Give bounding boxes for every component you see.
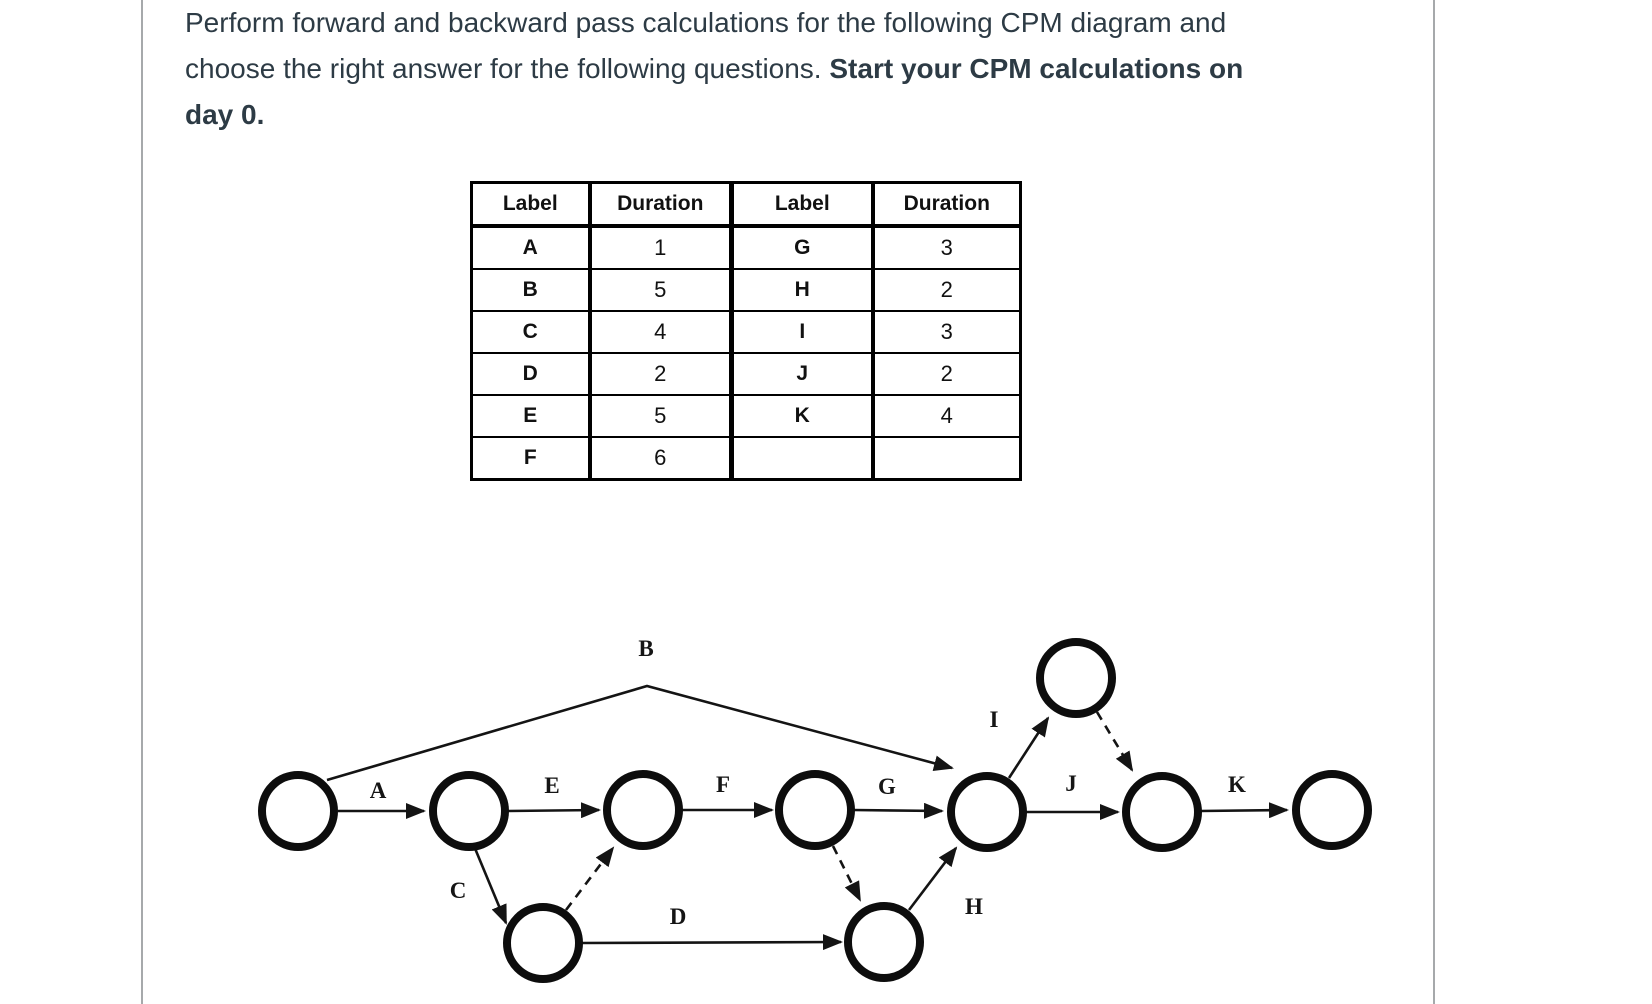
question-line-2-bold-text: Start your CPM calculations on	[829, 53, 1244, 84]
event-node-7	[1122, 772, 1202, 852]
question-line-3-bold-text: day 0.	[185, 99, 265, 130]
content-left-border	[141, 0, 143, 1004]
cell-label: H	[729, 268, 874, 312]
table-row: E 5 K 4	[470, 394, 1022, 438]
activity-label-E: E	[544, 773, 559, 798]
question-line-1-text: Perform forward and backward pass calcul…	[185, 7, 1227, 38]
dummy-arrow-2	[831, 845, 862, 902]
cell-label: J	[729, 352, 874, 396]
event-node-4	[775, 770, 855, 850]
event-node-3	[603, 770, 683, 850]
cell-label: G	[729, 225, 874, 270]
cell-duration: 4	[587, 310, 733, 354]
cell-duration	[870, 436, 1022, 481]
activity-arrow-D	[580, 934, 843, 951]
cell-duration: 3	[870, 225, 1022, 270]
event-node-9-bottom-left	[503, 903, 583, 983]
header-label-1: Label	[470, 181, 591, 228]
dummy-arrow-3	[1095, 711, 1134, 772]
activity-arrow-G	[852, 802, 944, 819]
activity-arrow-B	[326, 684, 954, 782]
question-line-1: Perform forward and backward pass calcul…	[185, 0, 1243, 46]
table-row: B 5 H 2	[470, 268, 1022, 312]
question-line-2-text: choose the right answer for the followin…	[185, 53, 830, 84]
table-row: C 4 I 3	[470, 310, 1022, 354]
activity-arrow-H	[907, 846, 958, 911]
table-row: F 6	[470, 436, 1022, 481]
cell-duration: 5	[587, 394, 733, 438]
activity-duration-table: Label Duration Label Duration A 1 G 3 B …	[470, 181, 1022, 481]
event-node-2	[429, 771, 509, 851]
header-duration-2: Duration	[870, 181, 1022, 228]
activity-arrow-I	[1007, 716, 1050, 779]
event-nodes	[258, 638, 1372, 983]
cell-label: K	[729, 394, 874, 438]
cell-duration: 2	[870, 268, 1022, 312]
header-label-2: Label	[729, 181, 874, 228]
question-line-2: choose the right answer for the followin…	[185, 46, 1243, 92]
activity-label-F: F	[716, 772, 730, 797]
cell-duration: 1	[587, 225, 733, 270]
activity-label-J: J	[1065, 771, 1077, 796]
cell-label: A	[470, 225, 591, 270]
cell-duration: 6	[587, 436, 733, 481]
question-text: Perform forward and backward pass calcul…	[185, 0, 1243, 138]
cell-label: D	[470, 352, 591, 396]
cell-duration: 2	[587, 352, 733, 396]
dummy-arrow-1	[564, 846, 615, 911]
activity-label-G: G	[878, 774, 896, 799]
activity-labels: A B C D E F G H I J K	[370, 636, 1246, 929]
cell-label: E	[470, 394, 591, 438]
cell-label	[729, 436, 874, 481]
header-duration-1: Duration	[587, 181, 733, 228]
event-node-6-top	[1036, 638, 1116, 718]
content-right-border	[1433, 0, 1435, 1004]
activity-label-B: B	[638, 636, 653, 661]
event-node-1-start	[258, 771, 338, 851]
cell-duration: 2	[870, 352, 1022, 396]
activity-label-D: D	[670, 904, 687, 929]
activity-arrow-K	[1199, 802, 1289, 819]
question-line-3: day 0.	[185, 92, 1243, 138]
cell-duration: 5	[587, 268, 733, 312]
event-node-10-bottom-right	[844, 902, 924, 982]
table-row: A 1 G 3	[470, 225, 1022, 270]
activity-label-H: H	[965, 894, 983, 919]
table-header-row: Label Duration Label Duration	[470, 181, 1022, 228]
cell-label: C	[470, 310, 591, 354]
cell-duration: 3	[870, 310, 1022, 354]
cell-duration: 4	[870, 394, 1022, 438]
activity-label-I: I	[990, 707, 999, 732]
activity-label-C: C	[450, 878, 467, 903]
activity-arrows	[326, 684, 1289, 951]
activity-arrow-C	[472, 845, 508, 925]
event-node-5	[947, 772, 1027, 852]
activity-label-A: A	[370, 778, 387, 803]
activity-label-K: K	[1228, 772, 1246, 797]
cell-label: B	[470, 268, 591, 312]
activity-arrow-E	[506, 802, 601, 819]
cell-label: F	[470, 436, 591, 481]
event-node-8-end	[1292, 770, 1372, 850]
cell-label: I	[729, 310, 874, 354]
table-row: D 2 J 2	[470, 352, 1022, 396]
